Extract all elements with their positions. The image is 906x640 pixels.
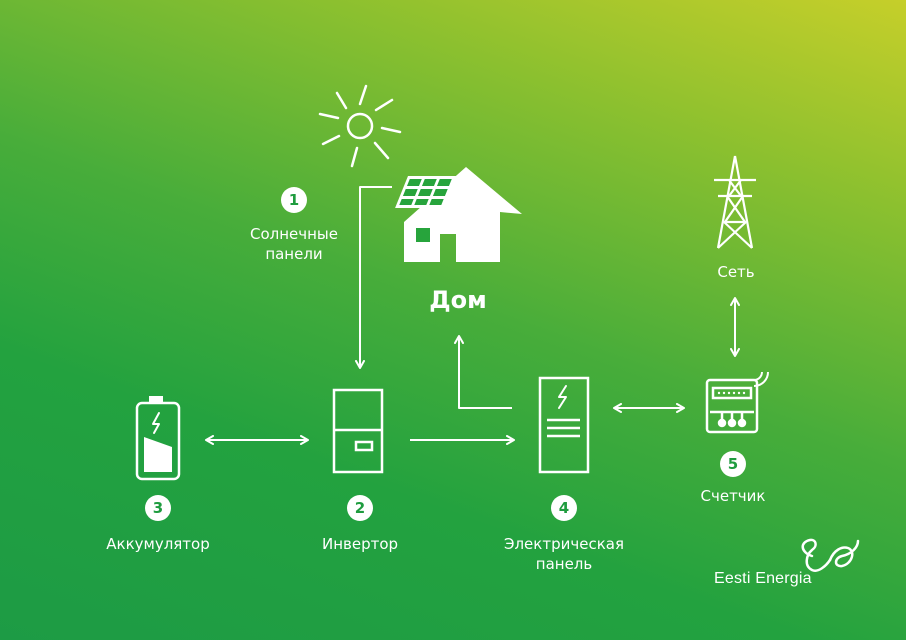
power-tower-icon [714, 155, 756, 249]
meter-icon [705, 371, 769, 434]
brand-name: Eesti Energia [714, 570, 812, 587]
electrical-panel-label: Электрическая панель [504, 535, 624, 573]
grid-label: Сеть [717, 263, 755, 281]
home-label: Дом [429, 286, 487, 314]
meter-display-dots [717, 391, 746, 395]
solar-panel-icon [395, 176, 456, 208]
badge-electrical-panel: 4 [551, 495, 577, 521]
badge-inverter: 2 [347, 495, 373, 521]
house-solar-icon [395, 167, 522, 262]
badge-meter: 5 [720, 451, 746, 477]
meter-label: Счетчик [700, 487, 766, 505]
badge-battery: 3 [145, 495, 171, 521]
solar-panels-label: Солнечные панели [249, 225, 338, 263]
inverter-label: Инвертор [321, 535, 399, 553]
battery-label: Аккумулятор [106, 535, 210, 553]
battery-icon [135, 396, 181, 481]
arrow-solar-to-inverter [355, 186, 392, 369]
badge-solar-panels: 1 [281, 187, 307, 213]
sun-icon [318, 84, 402, 168]
inverter-icon [332, 388, 384, 474]
eesti-energia-logo [801, 538, 860, 572]
arrow-panel-to-home [454, 335, 512, 409]
electrical-panel-icon [538, 376, 590, 474]
